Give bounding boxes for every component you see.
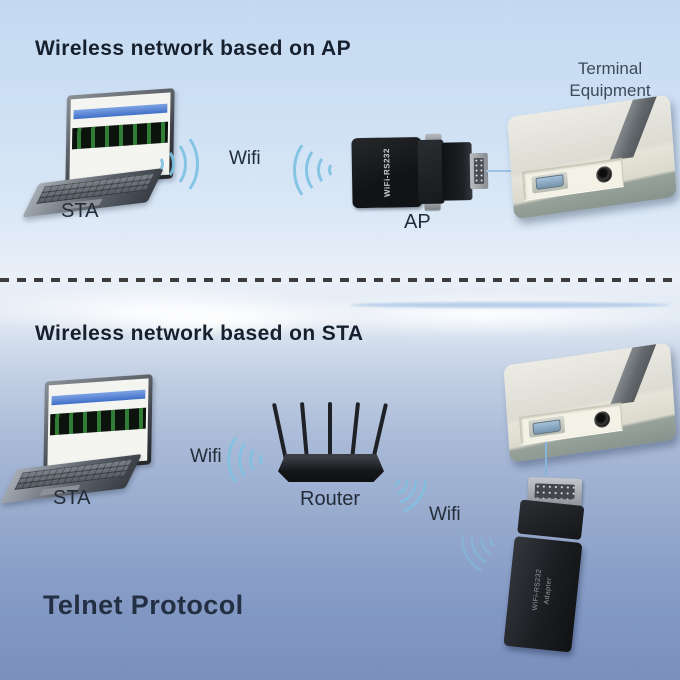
laptop-terminal-band (49, 407, 147, 436)
wifi-label-top: Wifi (229, 148, 261, 169)
router-graphic (271, 398, 388, 482)
wifi-label-bottom-right: Wifi (429, 504, 461, 525)
wifi-rs232-adapter-sta: WiFi-RS232 Adapter (487, 465, 605, 656)
ap-label: AP (404, 211, 431, 233)
db9-bezel (531, 171, 569, 194)
section-divider (0, 278, 680, 282)
terminal-port-panel (518, 403, 623, 445)
terminal-port-panel (522, 157, 624, 201)
cloud-highlight (70, 300, 370, 338)
db9-port-icon (535, 174, 565, 191)
db9-bezel (528, 416, 565, 439)
db9-port-icon (532, 419, 561, 436)
power-jack-icon (594, 410, 612, 429)
db9-pins (534, 483, 575, 500)
db9-pins (473, 157, 485, 185)
wifi-signal-icon (293, 134, 340, 204)
router-body (278, 454, 384, 482)
adapter-head (517, 499, 585, 540)
wifi-rs232-adapter-ap: WiFi-RS232 (351, 133, 490, 210)
adapter-marking: WiFi-RS232 (382, 148, 392, 198)
adapter-marking: WiFi-RS232 Adapter (531, 568, 556, 612)
router-antenna (271, 402, 288, 461)
adapter-body: WiFi-RS232 (351, 136, 423, 209)
adapter-marking-line1: WiFi-RS232 (531, 568, 544, 611)
sta-section-title: Wireless network based on STA (35, 322, 364, 345)
telnet-protocol-label: Telnet Protocol (43, 590, 244, 620)
terminal-label-line2: Equipment (569, 81, 651, 101)
router-antenna (350, 402, 361, 461)
cloud-streak (350, 302, 670, 308)
terminal-equipment-graphic (507, 94, 677, 220)
adapter-marking-line2: Adapter (542, 576, 553, 605)
wifi-signal-icon (227, 427, 270, 491)
laptop-browser-bar (73, 103, 168, 119)
laptop-sta-graphic (0, 374, 174, 504)
sta-label-top: STA (61, 200, 99, 222)
terminal-equipment-label: Terminal Equipment (555, 58, 665, 102)
terminal-equipment-graphic (503, 342, 677, 463)
wifi-signal-icon (376, 457, 435, 521)
wifi-signal-icon (152, 128, 199, 198)
terminal-strap (609, 94, 659, 161)
ap-section-title: Wireless network based on AP (35, 37, 351, 60)
router-label: Router (300, 488, 361, 510)
adapter-joint (417, 139, 445, 205)
serial-cable (545, 442, 547, 476)
sta-label-bottom: STA (53, 487, 91, 509)
adapter-body: WiFi-RS232 Adapter (503, 536, 583, 653)
terminal-strap (610, 342, 658, 406)
laptop-browser-bar (51, 389, 146, 405)
terminal-label-line1: Terminal (577, 59, 643, 78)
adapter-head (441, 142, 473, 201)
power-jack-icon (595, 165, 613, 184)
router-antenna (371, 403, 388, 461)
router-antenna (328, 402, 332, 460)
router-antenna (299, 402, 309, 461)
wifi-label-bottom-left: Wifi (190, 446, 222, 467)
